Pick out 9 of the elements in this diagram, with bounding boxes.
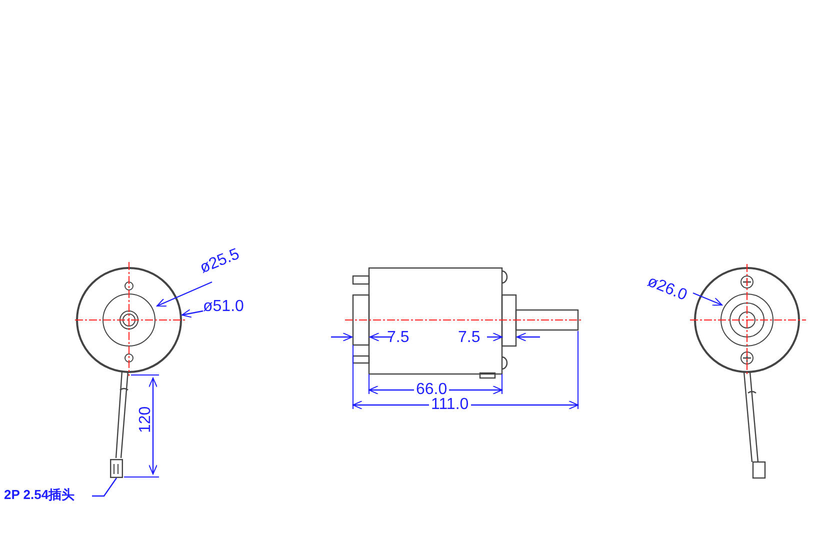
dimension-text: 7.5 [387,330,410,346]
leader-line [92,478,117,497]
connector-label: 2P 2.54插头 [4,487,90,503]
dimension-text: 120 [138,406,154,433]
dimension-text: 7.5 [458,330,480,346]
dimension-text: ø26.0 [645,274,689,304]
plug-connector [110,459,123,478]
dimension-text: ø51.0 [203,299,244,315]
dimension-text: ø25.5 [198,246,242,277]
